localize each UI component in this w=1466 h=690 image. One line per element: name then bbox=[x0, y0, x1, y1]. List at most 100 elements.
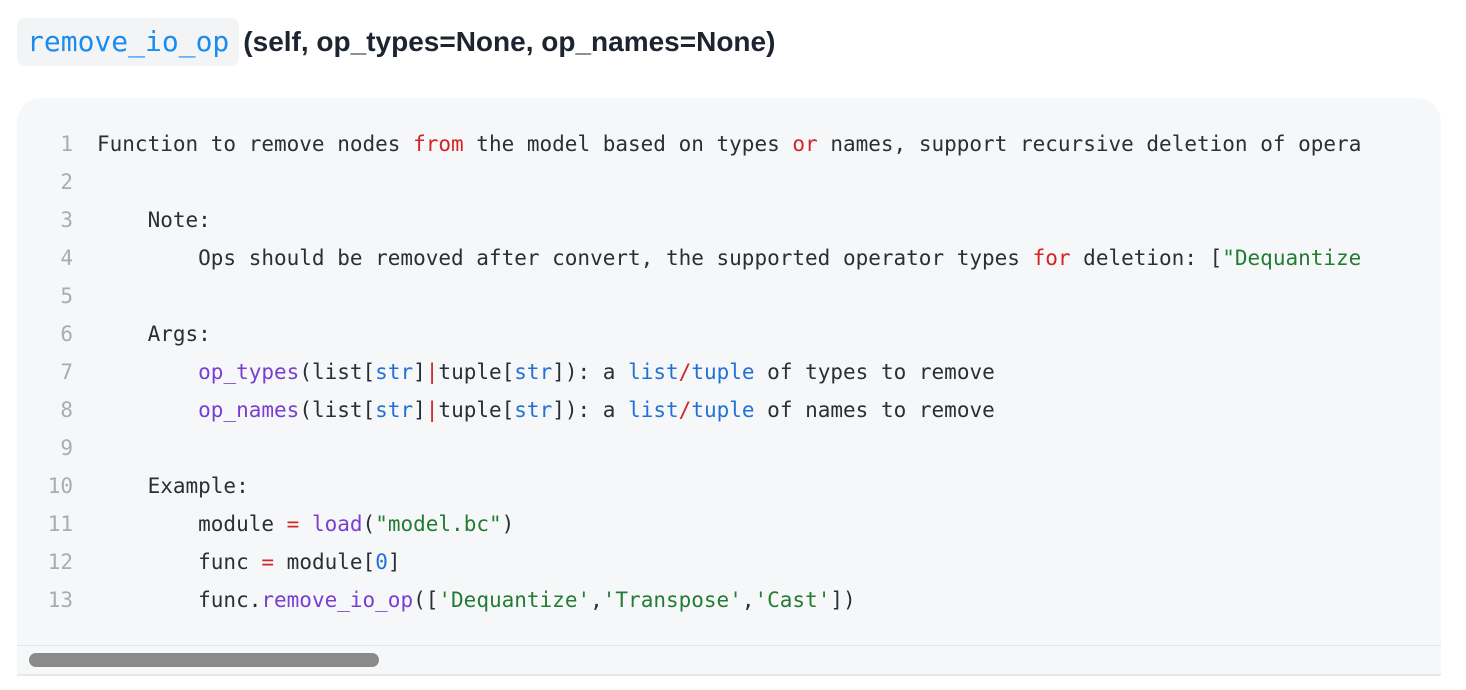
code-token: "Dequantize bbox=[1222, 246, 1362, 270]
code-token: names, support recursive deletion of ope… bbox=[817, 132, 1362, 156]
line-number: 11 bbox=[47, 512, 73, 536]
code-token: (list[ bbox=[299, 398, 376, 422]
code-token: ]): a bbox=[552, 360, 629, 384]
code-token: module bbox=[97, 512, 287, 536]
function-header: remove_io_op (self, op_types=None, op_na… bbox=[17, 18, 775, 66]
code-token: list bbox=[628, 360, 679, 384]
code-token: ]) bbox=[830, 588, 856, 612]
code-token: str bbox=[514, 398, 553, 422]
horizontal-scrollbar[interactable] bbox=[17, 645, 1441, 674]
line-content bbox=[73, 163, 97, 201]
code-line: 12 func = module[0] bbox=[17, 543, 1361, 581]
code-token: func bbox=[97, 550, 262, 574]
code-line: 7 op_types(list[str]|tuple[str]): a list… bbox=[17, 353, 1361, 391]
code-line: 8 op_names(list[str]|tuple[str]): a list… bbox=[17, 391, 1361, 429]
code-token: str bbox=[375, 360, 414, 384]
line-content: Args: bbox=[73, 315, 211, 353]
code-token: , bbox=[590, 588, 603, 612]
code-line: 4 Ops should be removed after convert, t… bbox=[17, 239, 1361, 277]
code-token: | bbox=[425, 398, 439, 422]
line-number: 10 bbox=[47, 474, 73, 498]
code-token: 'Transpose' bbox=[602, 588, 742, 612]
code-token: tuple[ bbox=[438, 398, 515, 422]
code-token: Note: bbox=[97, 208, 211, 232]
code-token bbox=[299, 512, 312, 536]
function-signature: (self, op_types=None, op_names=None) bbox=[243, 26, 776, 57]
line-number: 7 bbox=[60, 360, 73, 384]
code-token: of types to remove bbox=[754, 360, 995, 384]
code-token: str bbox=[375, 398, 414, 422]
code-token: ([ bbox=[413, 588, 439, 612]
line-number: 6 bbox=[60, 322, 73, 346]
line-content: Note: bbox=[73, 201, 211, 239]
code-token: "model.bc" bbox=[375, 512, 502, 536]
code-token: 0 bbox=[375, 550, 388, 574]
code-token: ( bbox=[362, 512, 376, 536]
line-content: func = module[0] bbox=[73, 543, 401, 581]
code-token: str bbox=[514, 360, 553, 384]
function-name[interactable]: remove_io_op bbox=[17, 18, 240, 66]
code-line: 11 module = load("model.bc") bbox=[17, 505, 1361, 543]
code-line: 2 bbox=[17, 163, 1361, 201]
code-token: tuple bbox=[691, 398, 755, 422]
line-number: 9 bbox=[60, 436, 73, 460]
code-token: op_names bbox=[198, 398, 300, 422]
line-number: 12 bbox=[47, 550, 73, 574]
scrollbar-thumb[interactable] bbox=[29, 653, 379, 667]
code-line: 13 func.remove_io_op(['Dequantize','Tran… bbox=[17, 581, 1361, 619]
code-token: ) bbox=[501, 512, 515, 536]
code-token bbox=[97, 398, 198, 422]
code-line: 9 bbox=[17, 429, 1361, 467]
code-line: 10 Example: bbox=[17, 467, 1361, 505]
code-token: op_types bbox=[198, 360, 300, 384]
line-content: Ops should be removed after convert, the… bbox=[73, 239, 1361, 277]
code-token: Ops should be removed after convert, the… bbox=[97, 246, 1033, 270]
code-token: Args: bbox=[97, 322, 211, 346]
code-token: deletion: [ bbox=[1070, 246, 1223, 270]
code-token: | bbox=[425, 360, 439, 384]
code-token: from bbox=[413, 132, 464, 156]
line-number: 3 bbox=[60, 208, 73, 232]
line-number: 5 bbox=[60, 284, 73, 308]
code-line: 6 Args: bbox=[17, 315, 1361, 353]
line-number: 13 bbox=[47, 588, 73, 612]
code-token: of names to remove bbox=[754, 398, 995, 422]
code-token: or bbox=[792, 132, 818, 156]
code-token bbox=[97, 360, 198, 384]
code-token: 'Cast' bbox=[754, 588, 831, 612]
line-content: op_types(list[str]|tuple[str]): a list/t… bbox=[73, 353, 995, 391]
code-token: ] bbox=[387, 550, 401, 574]
line-content: op_names(list[str]|tuple[str]): a list/t… bbox=[73, 391, 995, 429]
code-token: Example: bbox=[97, 474, 249, 498]
line-number: 4 bbox=[60, 246, 73, 270]
code-token: module[ bbox=[274, 550, 376, 574]
code-token: tuple[ bbox=[438, 360, 515, 384]
code-token: , bbox=[741, 588, 755, 612]
line-number: 2 bbox=[60, 170, 73, 194]
code-token: func. bbox=[97, 588, 262, 612]
code-token: ] bbox=[413, 360, 426, 384]
code-line: 3 Note: bbox=[17, 201, 1361, 239]
code-token: (list[ bbox=[299, 360, 376, 384]
code-token: = bbox=[286, 512, 300, 536]
line-number: 8 bbox=[60, 398, 73, 422]
divider bbox=[17, 674, 1441, 676]
code-token: = bbox=[261, 550, 275, 574]
code-token: 'Dequantize' bbox=[438, 588, 591, 612]
code-token: ] bbox=[413, 398, 426, 422]
line-content: Function to remove nodes from the model … bbox=[73, 125, 1361, 163]
code-token: tuple bbox=[691, 360, 755, 384]
line-content: module = load("model.bc") bbox=[73, 505, 514, 543]
code-token: for bbox=[1032, 246, 1071, 270]
line-number: 1 bbox=[60, 132, 73, 156]
line-content: func.remove_io_op(['Dequantize','Transpo… bbox=[73, 581, 856, 619]
code-token: / bbox=[678, 398, 692, 422]
line-content: Example: bbox=[73, 467, 249, 505]
line-content bbox=[73, 277, 97, 315]
code-token: Function to remove nodes bbox=[97, 132, 414, 156]
code-token: the model based on types bbox=[463, 132, 793, 156]
